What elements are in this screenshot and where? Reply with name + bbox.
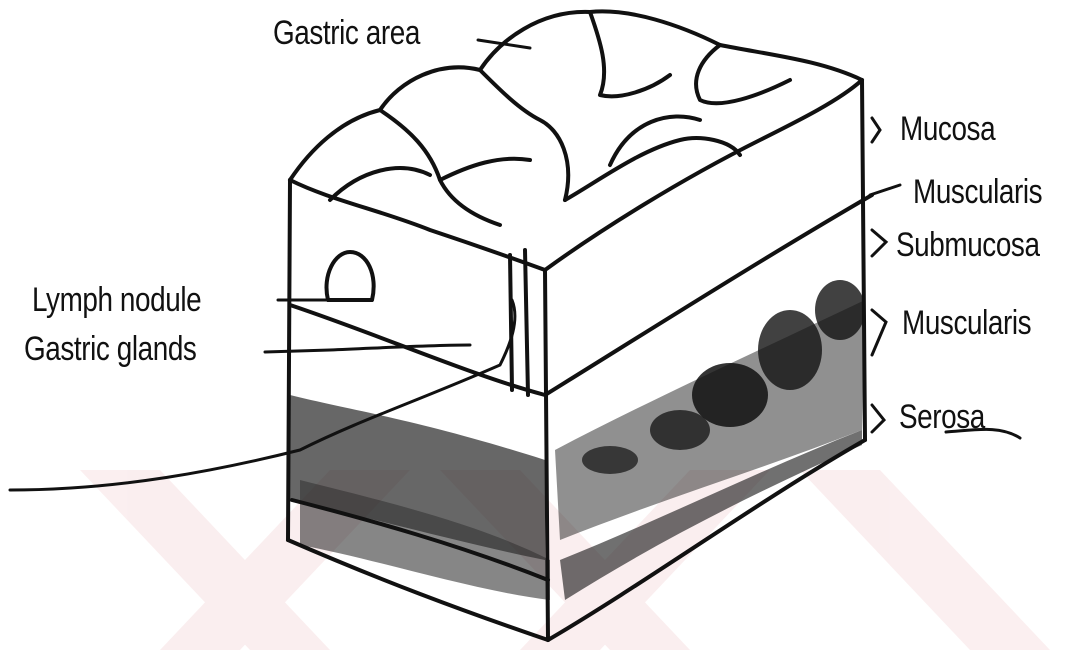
label-lymph-nodule: Lymph nodule [32, 283, 201, 317]
label-mucosa: Mucosa [900, 112, 995, 146]
leader-lines [10, 40, 1020, 490]
label-muscularis-externa: Muscularis [902, 306, 1031, 340]
label-muscularis-mucosae: Muscularis [913, 175, 1042, 209]
label-gastric-area: Gastric area [273, 16, 420, 50]
label-gastric-glands: Gastric glands [24, 332, 196, 366]
label-submucosa: Submucosa [896, 228, 1040, 262]
label-serosa: Serosa [899, 400, 985, 434]
